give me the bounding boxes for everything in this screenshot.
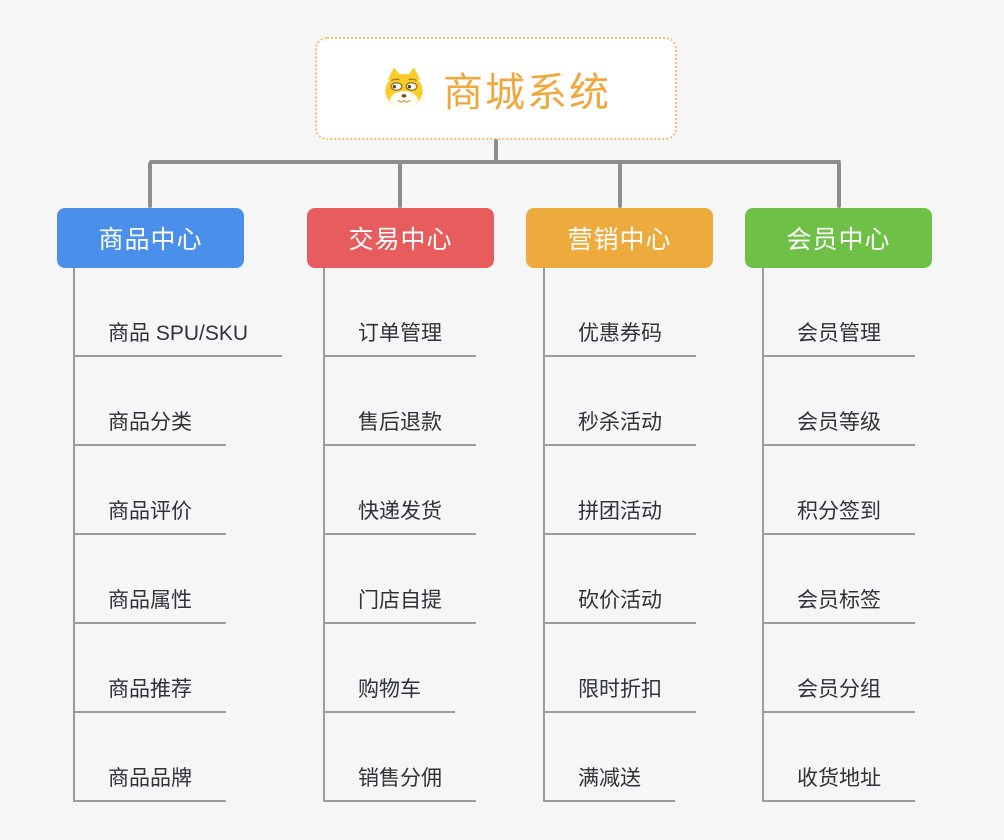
- connector-branch-drop: [837, 162, 841, 208]
- leaf-item[interactable]: 商品属性: [75, 588, 226, 624]
- leaf-item[interactable]: 会员标签: [764, 588, 915, 624]
- connector-branch-drop: [398, 162, 402, 208]
- leaf-item[interactable]: 商品 SPU/SKU: [75, 321, 283, 357]
- leaf-item[interactable]: 商品推荐: [75, 677, 226, 713]
- leaf-item[interactable]: 购物车: [325, 677, 455, 713]
- leaf-item[interactable]: 秒杀活动: [545, 410, 696, 446]
- connector-branch-drop: [148, 162, 152, 208]
- leaf-column-3: 优惠券码秒杀活动拼团活动砍价活动限时折扣满减送: [543, 268, 696, 802]
- leaf-item[interactable]: 收货地址: [764, 766, 915, 802]
- connector-root-drop: [494, 139, 498, 164]
- leaf-item[interactable]: 门店自提: [325, 588, 476, 624]
- leaf-item[interactable]: 售后退款: [325, 410, 476, 446]
- leaf-item[interactable]: 会员分组: [764, 677, 915, 713]
- leaf-item[interactable]: 订单管理: [325, 321, 476, 357]
- leaf-item[interactable]: 商品评价: [75, 499, 226, 535]
- leaf-item[interactable]: 积分签到: [764, 499, 915, 535]
- leaf-item[interactable]: 限时折扣: [545, 677, 696, 713]
- leaf-item[interactable]: 快递发货: [325, 499, 476, 535]
- branch-node-3[interactable]: 营销中心: [526, 208, 713, 268]
- leaf-item[interactable]: 商品品牌: [75, 766, 226, 802]
- leaf-item[interactable]: 会员等级: [764, 410, 915, 446]
- branch-node-4[interactable]: 会员中心: [745, 208, 932, 268]
- root-title: 商城系统: [443, 70, 611, 115]
- root-node[interactable]: 商城系统: [315, 37, 677, 140]
- connector-branch-drop: [618, 162, 622, 208]
- leaf-item[interactable]: 销售分佣: [325, 766, 476, 802]
- leaf-item[interactable]: 砍价活动: [545, 588, 696, 624]
- leaf-column-4: 会员管理会员等级积分签到会员标签会员分组收货地址: [762, 268, 915, 802]
- connector-bus: [149, 160, 841, 164]
- leaf-item[interactable]: 会员管理: [764, 321, 915, 357]
- leaf-column-2: 订单管理售后退款快递发货门店自提购物车销售分佣: [323, 268, 476, 802]
- leaf-item[interactable]: 优惠券码: [545, 321, 696, 357]
- leaf-item[interactable]: 满减送: [545, 766, 675, 802]
- doge-icon: [385, 66, 423, 108]
- branch-node-1[interactable]: 商品中心: [57, 208, 244, 268]
- leaf-column-1: 商品 SPU/SKU 商品分类商品评价商品属性商品推荐商品品牌: [73, 268, 283, 802]
- branch-node-2[interactable]: 交易中心: [307, 208, 494, 268]
- leaf-item[interactable]: 拼团活动: [545, 499, 696, 535]
- leaf-item[interactable]: 商品分类: [75, 410, 226, 446]
